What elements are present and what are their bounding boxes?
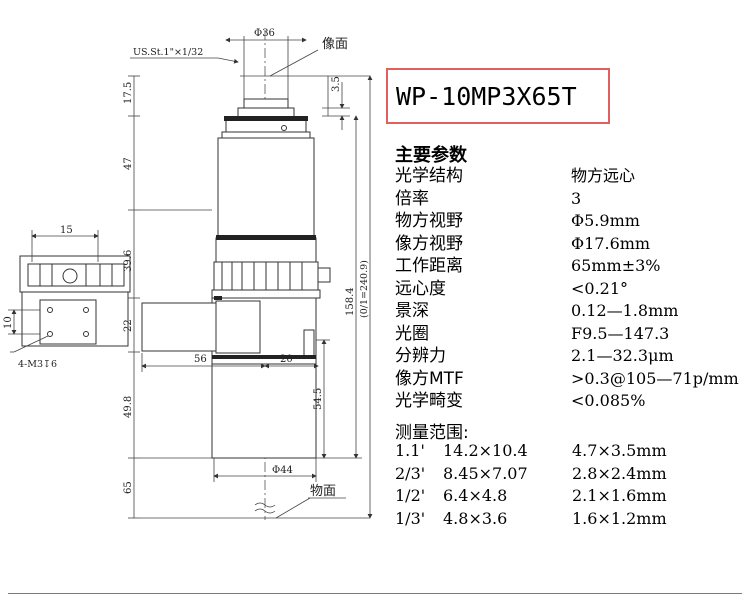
screw-label: 4-M3↧6 (18, 359, 57, 370)
bottom-divider (8, 593, 742, 594)
dim-240-9: (0/1=240.9) (359, 260, 370, 318)
image-size: 4.8×3.6 (443, 508, 508, 528)
dark-ring-body (216, 235, 316, 240)
dim-22: 22 (123, 319, 134, 332)
light-port-housing (141, 302, 217, 352)
spec-value: F9.5—147.3 (571, 323, 670, 343)
upper-barrel (217, 137, 315, 239)
spec-key: 像方视野 (395, 233, 463, 254)
spec-key: 光学畸变 (395, 391, 463, 411)
range-row: 1/3' 4.8×3.6 1.6×1.2mm (395, 508, 667, 531)
dim-49-8: 49.8 (123, 396, 134, 418)
model-number-box: WP-10MP3X65T (386, 68, 610, 124)
spec-value: 0.12—1.8mm (571, 301, 679, 320)
dark-ring-lower (212, 355, 316, 359)
spec-key: 倍率 (395, 188, 429, 209)
object-size: 2.8×2.4mm (572, 463, 667, 483)
dark-ring-upper (224, 116, 308, 121)
image-size: 8.45×7.07 (443, 463, 528, 483)
spec-row: 远心度 <0.21° (395, 278, 739, 301)
range-row: 1/2' 6.4×4.8 2.1×1.6mm (395, 485, 667, 508)
spec-key: 分辨力 (395, 346, 446, 366)
spec-row: 分辨力 2.1—32.3μm (395, 345, 739, 368)
spec-row: 景深 0.12—1.8mm (395, 300, 739, 323)
spec-value: Φ5.9mm (571, 211, 640, 230)
break-symbol (254, 502, 276, 514)
dim-56: 56 (194, 354, 207, 365)
side-view (19, 255, 131, 347)
dim-47: 47 (123, 157, 134, 170)
sensor-size: 1/3' (395, 508, 426, 528)
spec-title: 主要参数 (395, 145, 467, 166)
spec-value: 3 (571, 188, 582, 208)
measure-range-table: 1.1' 14.2×10.4 4.7×3.5mm 2/3' 8.45×7.07 2.8×… (395, 440, 667, 530)
lower-barrel (211, 363, 317, 459)
spec-row: 工作距离 65mm±3% (395, 255, 739, 278)
sensor-size: 1/2' (395, 486, 426, 505)
dim-158-4: 158.4 (345, 287, 356, 316)
range-row: 1.1' 14.2×10.4 4.7×3.5mm (395, 440, 667, 463)
spec-row: 像方MTF >0.3@105—71p/mm (395, 368, 739, 391)
object-size: 2.1×1.6mm (572, 486, 667, 505)
dim-54-5: 54.5 (313, 388, 324, 410)
spec-key: 像方MTF (395, 368, 464, 389)
range-row: 2/3' 8.45×7.07 2.8×2.4mm (395, 463, 667, 486)
dia-top-label: Φ36 (254, 28, 275, 39)
spec-row: 倍率 3 (395, 188, 739, 211)
dim-20: 20 (280, 354, 293, 365)
dim-39-6: 39.6 (123, 250, 134, 272)
spec-value: 物方远心 (571, 166, 636, 185)
object-size: 4.7×3.5mm (572, 441, 667, 460)
measure-range-label: 测量范围: (395, 423, 469, 443)
spec-row: 光圈 F9.5—147.3 (395, 323, 739, 346)
dim-17-5: 17.5 (123, 82, 134, 104)
spec-key: 工作距离 (395, 256, 463, 276)
spec-value: Φ17.6mm (571, 233, 651, 253)
thread-label: US.St.1"×1/32 (133, 47, 203, 58)
dim-15: 15 (60, 225, 73, 236)
image-size: 14.2×10.4 (443, 441, 528, 460)
object-plane-label: 物面 (310, 484, 336, 499)
spec-key: 光学结构 (395, 166, 463, 186)
spec-row: 物方视野 Φ5.9mm (395, 210, 739, 233)
spec-table: 光学结构 物方远心 倍率 3 物方视野 Φ5.9mm 像方视野 Φ17.6mm 工作距离… (395, 165, 739, 413)
dim-10: 10 (3, 316, 14, 329)
lens-body (141, 98, 331, 459)
dim-65: 65 (123, 481, 134, 494)
dia-bottom-label: Φ44 (272, 465, 293, 476)
spec-value: 65mm±3% (571, 256, 661, 275)
model-number: WP-10MP3X65T (396, 81, 577, 111)
spec-value: 2.1—32.3μm (571, 346, 674, 365)
object-size: 1.6×1.2mm (572, 508, 667, 528)
image-plane-label: 像面 (322, 37, 348, 52)
spec-value: <0.085% (571, 391, 646, 410)
spec-key: 物方视野 (395, 211, 463, 231)
dim-3-5: 3.5 (331, 76, 342, 92)
spec-key: 光圈 (395, 323, 429, 344)
spec-row: 光学结构 物方远心 (395, 165, 739, 188)
spec-key: 景深 (395, 301, 429, 321)
spec-key: 远心度 (395, 278, 446, 299)
sensor-size: 2/3' (395, 463, 426, 483)
spec-value: <0.21° (571, 278, 629, 298)
spec-row: 光学畸变 <0.085% (395, 390, 739, 413)
sensor-size: 1.1' (395, 441, 425, 460)
spec-row: 像方视野 Φ17.6mm (395, 233, 739, 256)
spec-value: >0.3@105—71p/mm (571, 368, 739, 388)
image-size: 6.4×4.8 (443, 486, 508, 505)
lock-screw (317, 267, 331, 283)
